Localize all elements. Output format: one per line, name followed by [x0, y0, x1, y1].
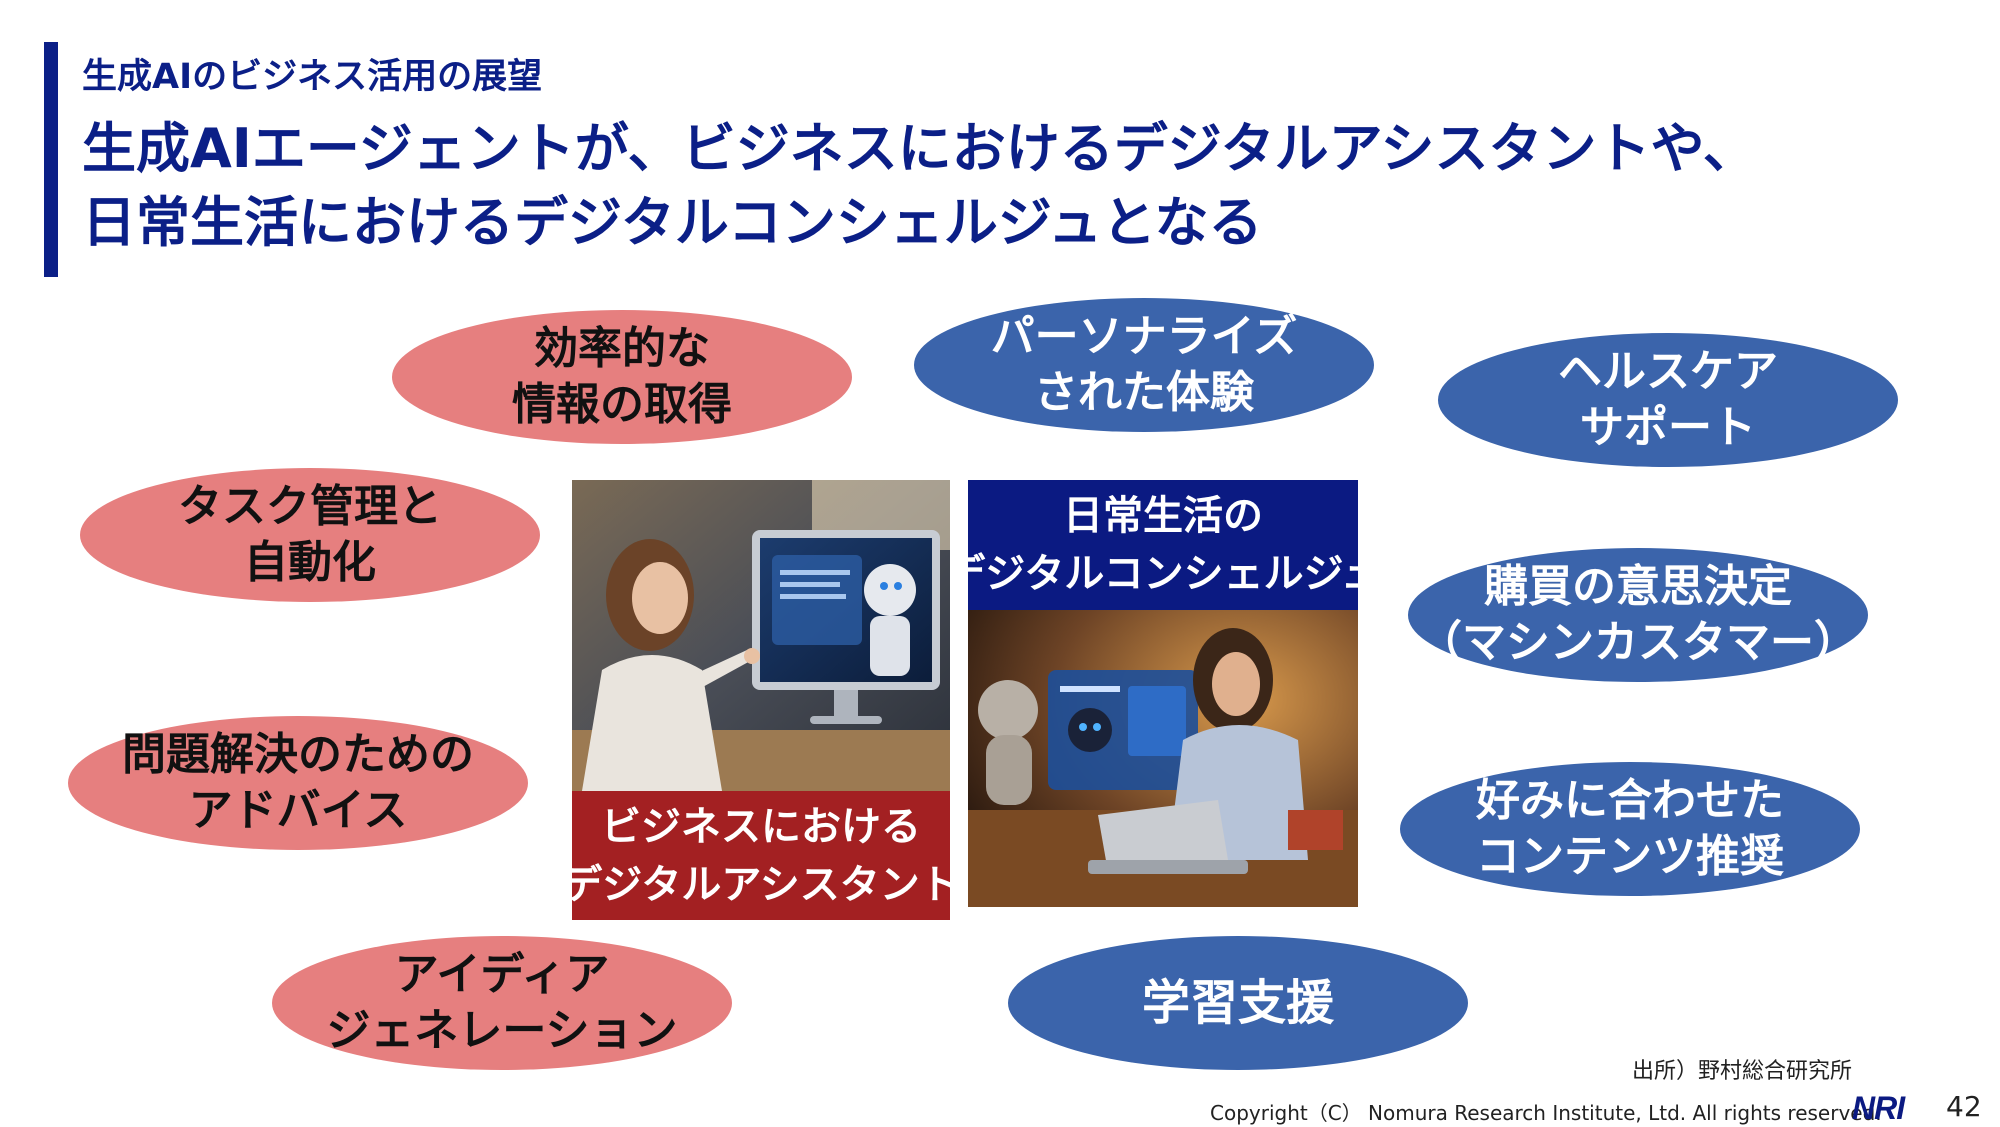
bubble-line: ヘルスケア — [1558, 346, 1778, 397]
caption-line: デジタルアシスタント — [572, 861, 950, 908]
bubble-personalized: パーソナライズ された体験 — [914, 298, 1374, 432]
bubble-line: 好みに合わせた — [1476, 775, 1784, 826]
bubble-line: アイディア — [394, 949, 610, 1000]
caption-line: ビジネスにおける — [601, 803, 921, 850]
bubble-purchase-decision: 購買の意思決定 （マシンカスタマー） — [1408, 548, 1868, 682]
daily-concierge-illustration — [968, 610, 1358, 907]
bubble-line: ジェネレーション — [326, 1005, 678, 1056]
caption-line: デジタルコンシェルジュ — [968, 551, 1358, 597]
bubble-line: （マシンカスタマー） — [1418, 617, 1858, 668]
bubble-line: 購買の意思決定 — [1484, 561, 1792, 612]
source-note: 出所）野村総合研究所 — [1632, 1059, 1853, 1084]
slide-title: 生成AIエージェントが、ビジネスにおけるデジタルアシスタントや、 日常生活におけ… — [82, 112, 1757, 260]
title-line-1: 生成AIエージェントが、ビジネスにおけるデジタルアシスタントや、 — [82, 117, 1757, 180]
bubble-line: 効率的な — [534, 323, 710, 374]
bubble-line: 学習支援 — [1141, 975, 1334, 1031]
title-accent-bar — [44, 42, 58, 277]
business-assistant-panel: ビジネスにおける デジタルアシスタント — [572, 480, 950, 920]
business-assistant-caption: ビジネスにおける デジタルアシスタント — [572, 791, 950, 920]
bubble-line: パーソナライズ — [990, 311, 1298, 362]
business-assistant-illustration — [572, 480, 950, 791]
bubble-content-recommendation: 好みに合わせた コンテンツ推奨 — [1400, 762, 1860, 896]
page-number: 42 — [1946, 1090, 1982, 1123]
copyright-text: Copyright（C） Nomura Research Institute, … — [1210, 1101, 1882, 1125]
caption-line: 日常生活の — [1063, 493, 1263, 539]
bubble-line: アドバイス — [188, 785, 408, 836]
bubble-healthcare: ヘルスケア サポート — [1438, 333, 1898, 467]
bubble-learning-support: 学習支援 — [1008, 936, 1468, 1070]
bubble-line: サポート — [1580, 402, 1756, 453]
bubble-efficient-info: 効率的な 情報の取得 — [392, 310, 852, 444]
daily-concierge-panel: 日常生活の デジタルコンシェルジュ — [968, 480, 1358, 907]
bubble-line: タスク管理と — [178, 481, 442, 532]
nri-logo: NRI — [1852, 1090, 1905, 1126]
bubble-line: された体験 — [1034, 367, 1254, 418]
bubble-line: 自動化 — [244, 537, 376, 588]
slide-subtitle: 生成AIのビジネス活用の展望 — [82, 57, 543, 97]
bubble-line: 情報の取得 — [512, 379, 732, 430]
bubble-line: 問題解決のための — [122, 729, 474, 780]
bubble-line: コンテンツ推奨 — [1476, 831, 1784, 882]
bubble-problem-solving: 問題解決のための アドバイス — [68, 716, 528, 850]
bubble-idea-generation: アイディア ジェネレーション — [272, 936, 732, 1070]
title-line-2: 日常生活におけるデジタルコンシェルジュとなる — [82, 191, 1263, 254]
bubble-task-management: タスク管理と 自動化 — [80, 468, 540, 602]
daily-concierge-caption: 日常生活の デジタルコンシェルジュ — [968, 480, 1358, 610]
